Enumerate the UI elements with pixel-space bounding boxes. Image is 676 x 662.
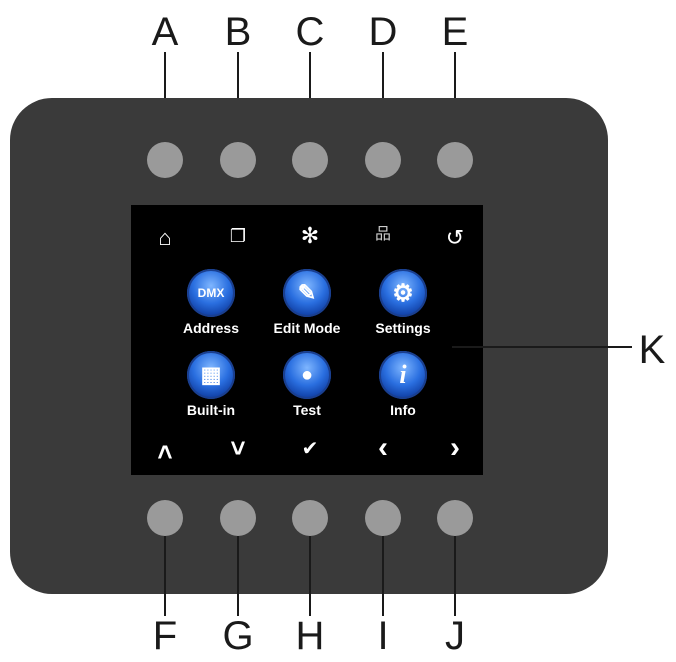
menu-built-in[interactable]: ▦ Built-in bbox=[163, 351, 259, 418]
menu-test[interactable]: ● Test bbox=[259, 351, 355, 418]
label-j: J bbox=[445, 614, 465, 658]
left-icon: ‹ bbox=[378, 431, 388, 464]
leader-g bbox=[237, 536, 239, 616]
button-d[interactable] bbox=[365, 142, 401, 178]
button-i[interactable] bbox=[365, 500, 401, 536]
label-c: C bbox=[295, 10, 325, 54]
label-g: G bbox=[222, 614, 254, 658]
menu-label: Built-in bbox=[186, 402, 236, 418]
asterisk-icon: ✻ bbox=[300, 223, 320, 248]
network-icon: 品 bbox=[374, 226, 391, 243]
menu-address[interactable]: DMX Address bbox=[163, 269, 259, 336]
down-icon: ˅ bbox=[230, 433, 246, 463]
leader-c bbox=[309, 52, 311, 142]
button-g[interactable] bbox=[220, 500, 256, 536]
menu-label: Settings bbox=[375, 320, 431, 336]
leader-f bbox=[164, 536, 166, 616]
label-h: H bbox=[295, 614, 325, 658]
menu-info[interactable]: i Info bbox=[355, 351, 451, 418]
menu-label: Address bbox=[182, 320, 240, 336]
home-icon: ⌂ bbox=[158, 225, 172, 250]
label-e: E bbox=[441, 10, 469, 54]
button-e[interactable] bbox=[437, 142, 473, 178]
leader-e bbox=[454, 52, 456, 142]
button-a[interactable] bbox=[147, 142, 183, 178]
bulb-icon: ● bbox=[283, 351, 331, 399]
label-a: A bbox=[151, 10, 179, 54]
layers-icon: ❐ bbox=[229, 226, 247, 246]
button-b[interactable] bbox=[220, 142, 256, 178]
menu-settings[interactable]: ⚙ Settings bbox=[355, 269, 451, 336]
display-screen: ⌂ ❐ ✻ 品 ↺ DMX Address ✎ Edit Mode ⚙ Sett… bbox=[131, 205, 483, 475]
info-icon: i bbox=[379, 351, 427, 399]
menu-label: Edit Mode bbox=[273, 320, 341, 336]
undo-icon: ↺ bbox=[445, 225, 465, 250]
film-icon: ▦ bbox=[187, 351, 235, 399]
label-f: F bbox=[152, 614, 178, 658]
leader-a bbox=[164, 52, 166, 142]
menu-label: Test bbox=[293, 402, 321, 418]
button-f[interactable] bbox=[147, 500, 183, 536]
dmx-icon: DMX bbox=[187, 269, 235, 317]
leader-j bbox=[454, 536, 456, 616]
label-k: K bbox=[638, 328, 666, 372]
up-icon: ˄ bbox=[157, 437, 173, 467]
button-h[interactable] bbox=[292, 500, 328, 536]
label-d: D bbox=[368, 10, 398, 54]
leader-i bbox=[382, 536, 384, 616]
button-c[interactable] bbox=[292, 142, 328, 178]
leader-b bbox=[237, 52, 239, 142]
menu-label: Info bbox=[390, 402, 416, 418]
leader-h bbox=[309, 536, 311, 616]
right-icon: › bbox=[450, 431, 460, 464]
label-i: I bbox=[377, 614, 389, 658]
pencil-icon: ✎ bbox=[283, 269, 331, 317]
gears-icon: ⚙ bbox=[379, 269, 427, 317]
leader-d bbox=[382, 52, 384, 142]
leader-k bbox=[452, 346, 632, 348]
check-icon: ✔ bbox=[301, 438, 319, 460]
label-b: B bbox=[224, 10, 252, 54]
menu-edit-mode[interactable]: ✎ Edit Mode bbox=[259, 269, 355, 336]
button-j[interactable] bbox=[437, 500, 473, 536]
